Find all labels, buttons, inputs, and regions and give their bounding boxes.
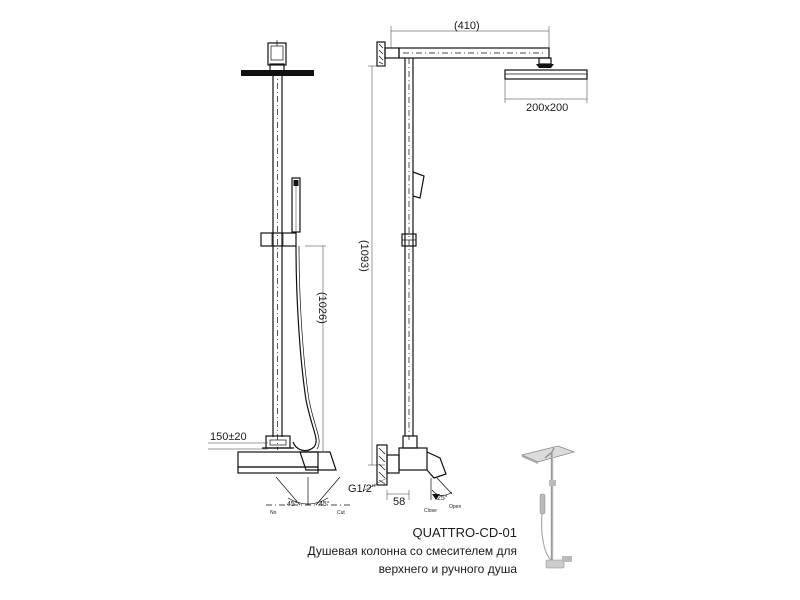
model-name: QUATTRO-CD-01 bbox=[412, 525, 517, 540]
side-handle bbox=[426, 451, 447, 479]
description-line-1: Душевая колонна со смесителем для bbox=[307, 544, 517, 558]
side-label-close: Close bbox=[424, 508, 437, 514]
side-mixer-body bbox=[398, 447, 428, 471]
front-slider bbox=[260, 232, 297, 247]
front-mixer-top bbox=[265, 435, 291, 449]
front-hose bbox=[292, 245, 317, 452]
dim-head-size: 200x200 bbox=[526, 102, 568, 114]
front-view: 45° 45° No Cut 150±20 (1026) bbox=[208, 40, 350, 516]
side-arm bbox=[398, 47, 550, 59]
dim-depth: 58 bbox=[393, 496, 405, 508]
front-mixer-body bbox=[237, 451, 319, 468]
side-hand-shower bbox=[412, 171, 425, 199]
description-line-2: верхнего и ручного душа bbox=[378, 562, 517, 576]
front-angle-right: 45° bbox=[319, 500, 330, 508]
front-angle-left: 45° bbox=[287, 500, 298, 508]
product-thumbnail bbox=[520, 445, 576, 569]
dim-side-height: (1093) bbox=[358, 240, 370, 272]
dim-arm-length: (410) bbox=[454, 20, 480, 32]
front-label-no: No bbox=[270, 510, 277, 516]
side-angle: 25° bbox=[437, 494, 448, 502]
front-label-cut: Cut bbox=[337, 510, 345, 516]
side-view: (410) 200x200 (1093) bbox=[348, 20, 588, 514]
dim-center-distance: 150±20 bbox=[210, 431, 247, 443]
side-shower-head bbox=[504, 69, 588, 80]
dim-connection: G1/2" bbox=[348, 483, 376, 495]
dim-front-height: (1026) bbox=[316, 292, 328, 324]
side-label-open: Open bbox=[449, 504, 461, 510]
